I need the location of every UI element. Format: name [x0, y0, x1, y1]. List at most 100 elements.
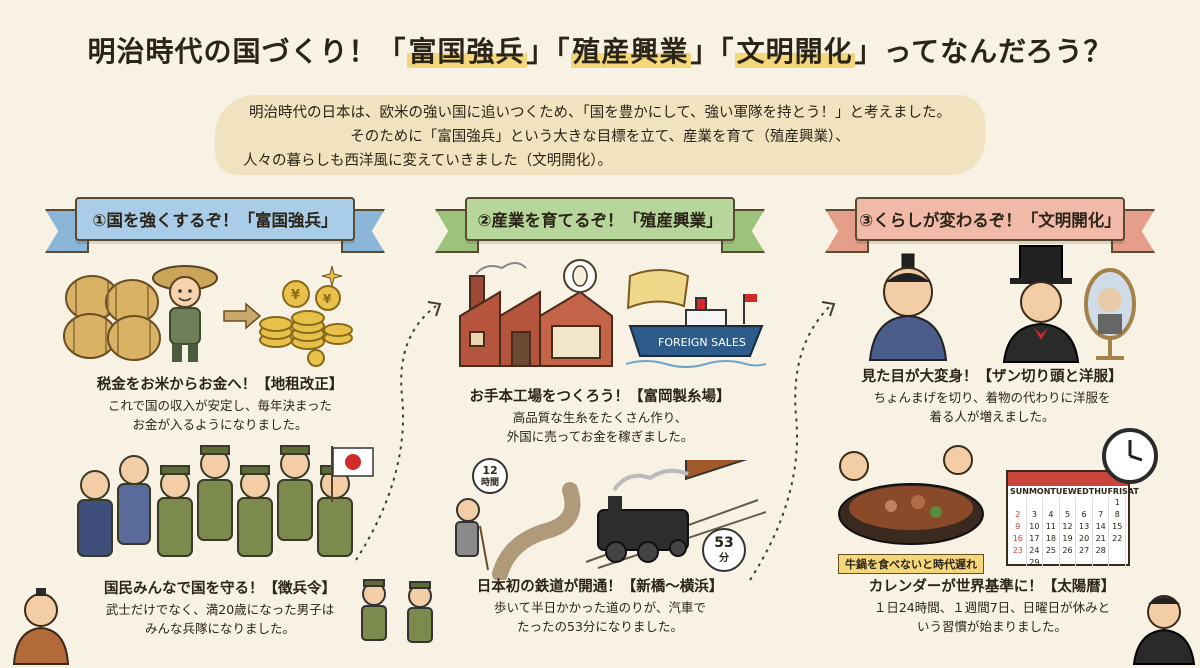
- ship-label: FOREIGN SALES: [658, 336, 746, 349]
- calendar-week-row: 1: [1010, 497, 1127, 509]
- calendar-date-cell: 10: [1027, 521, 1044, 533]
- calendar-date-cell: 4: [1043, 509, 1060, 521]
- calendar-date-cell: 11: [1043, 521, 1060, 533]
- gyunabe-pot-icon: [838, 445, 984, 545]
- calendar-date-cell: 29: [1027, 557, 1044, 569]
- calendar-date-cell: 7: [1093, 509, 1110, 521]
- rice-bales-icon: [63, 275, 161, 361]
- calendar-date-cell: [1076, 497, 1093, 509]
- factory-icon: [459, 262, 613, 367]
- ship-icon: FOREIGN SALES: [626, 294, 766, 368]
- marching-soldiers-icon: [361, 579, 433, 643]
- calendar-date-cell: 23: [1010, 545, 1027, 557]
- calendar-date-cell: 16: [1010, 533, 1027, 545]
- connector-arrow-1: [355, 301, 442, 561]
- calendar-day-header: THU: [1088, 487, 1108, 496]
- ribbon-fukoku-kyohei: ①国を強くするぞ！「富国強兵」: [75, 197, 355, 241]
- calendar-date-cell: 25: [1043, 545, 1060, 557]
- soldiers-group-icon: [77, 445, 353, 557]
- silk-scroll-icon: [626, 269, 690, 310]
- gyunabe-label: 牛鍋を食べないと時代遅れ: [838, 554, 984, 574]
- caption-chiso-kaisei: 税金をお米からお金へ！【地租改正】 これで国の収入が安定し、毎年決まった お金が…: [96, 377, 344, 432]
- intro-line-2: そのために「富国強兵」という大きな目標を立て、産業を育て（殖産興業）、: [350, 129, 850, 145]
- calendar-date-cell: 21: [1093, 533, 1110, 545]
- calendar-date-cell: 12: [1060, 521, 1077, 533]
- caption-taiyoreki: カレンダーが世界基準に！【太陽暦】 １日24時間、１週間7日、日曜日が休みと い…: [868, 579, 1116, 634]
- calendar-date-cell: [1010, 497, 1027, 509]
- caption-railway: 日本初の鉄道が開通！【新橋〜横浜】 歩いて半日かかった道のりが、汽車で たったの…: [476, 579, 724, 634]
- svg-text:¥: ¥: [323, 292, 332, 306]
- arrow-right-icon: [223, 302, 262, 330]
- keyword-bunmei: 文明開化: [734, 35, 855, 68]
- silk-cocoon-icon: [563, 259, 597, 293]
- calendar-date-cell: [1010, 557, 1027, 569]
- keyword-shokusan: 殖産興業: [570, 35, 691, 68]
- calendar-date-cell: 5: [1060, 509, 1077, 521]
- calendar-date-cell: 18: [1043, 533, 1060, 545]
- calendar-date-cell: 17: [1027, 533, 1044, 545]
- caption-chohei-rei: 国民みんなで国を守る！【徴兵令】 武士だけでなく、満20歳になった男子は みんな…: [104, 581, 336, 636]
- calendar-date-cell: 1: [1109, 497, 1127, 509]
- calendar-date-cell: 24: [1027, 545, 1044, 557]
- calendar-date-cell: [1093, 497, 1110, 509]
- calendar-date-cell: 6: [1076, 509, 1093, 521]
- sparkle-icon: [321, 265, 343, 287]
- calendar-date-cell: 22: [1109, 533, 1127, 545]
- wall-clock-icon: [1102, 428, 1158, 484]
- intro-line-3: 人々の暮らしも西洋風に変えていきました（文明開化）。: [243, 153, 613, 169]
- calendar-date-cell: 19: [1060, 533, 1077, 545]
- calendar-date-cell: 3: [1027, 509, 1044, 521]
- calendar-day-header: SAT: [1122, 487, 1139, 496]
- top-hat-man-icon: [1002, 245, 1080, 363]
- clock-12h-icon: 12 時間: [472, 458, 508, 494]
- intro-box: 明治時代の日本は、欧米の強い国に追いつくため、「国を豊かにして、強い軍隊を持とう…: [215, 95, 985, 175]
- calendar-date-cell: 26: [1060, 545, 1077, 557]
- japan-flag-icon: [331, 446, 374, 502]
- calendar-date-cell: [1027, 497, 1044, 509]
- calendar-date-cell: 13: [1076, 521, 1093, 533]
- calendar-date-cell: 27: [1076, 545, 1093, 557]
- calendar-day-header: SUN: [1010, 487, 1029, 496]
- connector-arrow-2: [749, 301, 836, 581]
- calendar-date-cell: 28: [1093, 545, 1110, 557]
- yen-coins-icon: ¥ ¥: [259, 280, 353, 367]
- caption-zangiri: 見た目が大変身！【ザン切り頭と洋服】 ちょんまげを切り、着物の代わりに洋服を 着…: [861, 369, 1123, 424]
- calendar-date-cell: [1060, 557, 1077, 569]
- calendar-day-header: MON: [1028, 487, 1051, 496]
- page-title: 明治時代の国づくり！「富国強兵」「殖産興業」「文明開化」ってなんだろう？: [87, 35, 1113, 68]
- calendar-date-cell: 15: [1109, 521, 1127, 533]
- steam-train-icon: [585, 460, 767, 569]
- calendar-date-cell: 9: [1010, 521, 1027, 533]
- ribbon-shokusan-kogyo: ②産業を育てるぞ！「殖産興業」: [465, 197, 735, 241]
- calendar-date-cell: 8: [1109, 509, 1127, 521]
- calendar-day-header: FRI: [1107, 487, 1123, 496]
- intro-line-1: 明治時代の日本は、欧米の強い国に追いつくため、「国を豊かにして、強い軍隊を持とう…: [248, 105, 952, 121]
- calendar-date-cell: [1076, 557, 1093, 569]
- calendar-date-cell: [1109, 545, 1127, 557]
- gentleman-guide-icon: [1132, 595, 1196, 665]
- chonmage-man-icon: [868, 253, 948, 361]
- calendar-week-row: 29: [1010, 557, 1127, 569]
- caption-tomioka: お手本工場をつくろう！【富岡製糸場】 高品質な生糸をたくさん作り、 外国に売って…: [469, 389, 731, 444]
- calendar-date-cell: [1109, 557, 1127, 569]
- calendar-date-cell: 2: [1010, 509, 1027, 521]
- samurai-guide-icon: [12, 588, 70, 665]
- calendar-day-header: TUE: [1050, 487, 1068, 496]
- svg-text:¥: ¥: [291, 288, 300, 303]
- mirror-icon: [1084, 268, 1136, 360]
- ribbon-bunmei-kaika: ③くらしが変わるぞ！「文明開化」: [855, 197, 1125, 241]
- walking-traveler-icon: [455, 482, 581, 580]
- calendar-date-cell: 14: [1093, 521, 1110, 533]
- farmer-icon: [152, 265, 218, 362]
- calendar-date-cell: [1093, 557, 1110, 569]
- keyword-fukoku: 富国強兵: [406, 35, 527, 68]
- calendar-date-cell: 20: [1076, 533, 1093, 545]
- calendar-date-cell: [1043, 557, 1060, 569]
- calendar-date-cell: [1060, 497, 1077, 509]
- clock-53min-icon: 53 分: [702, 528, 746, 572]
